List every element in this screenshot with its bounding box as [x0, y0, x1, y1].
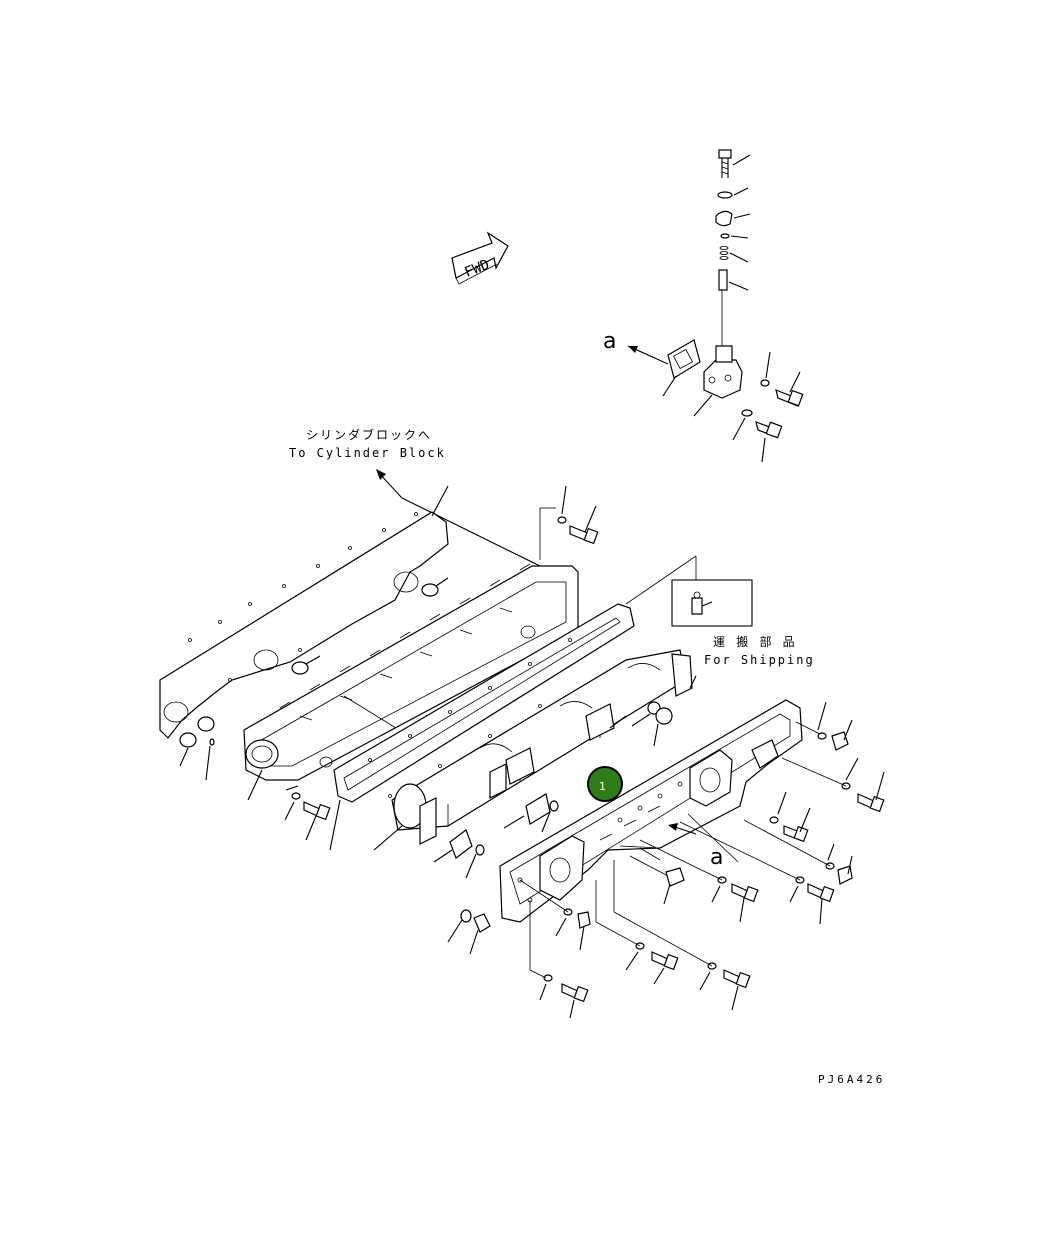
cover-fasteners-bottom	[447, 860, 751, 1019]
view-ref-a-top: a	[603, 329, 616, 354]
cooler-cover	[499, 699, 803, 923]
cooler-case	[243, 507, 579, 801]
valve-assembly	[627, 149, 804, 463]
shipping-label-en: For Shipping	[704, 653, 815, 667]
case-bolts	[284, 485, 599, 841]
drawing-code: PJ6A426	[818, 1073, 885, 1086]
view-ref-a-bottom: a	[710, 845, 723, 870]
fwd-arrow: FWD	[451, 231, 509, 285]
o-rings-left	[179, 577, 449, 781]
cylinder-block-label-jp: シリンダブロックへ	[306, 427, 432, 442]
callout-1-number: 1	[599, 780, 606, 793]
shipping-label-jp: 運 搬 部 品	[713, 634, 797, 649]
cylinder-block-arrow	[376, 469, 541, 567]
core-seals	[433, 701, 673, 879]
cover-fasteners-right	[629, 701, 885, 925]
cylinder-block-label-en: To Cylinder Block	[289, 446, 446, 460]
callout-1[interactable]: 1	[587, 766, 623, 802]
cooler-cores	[373, 649, 697, 851]
cover-gasket-middle	[329, 555, 697, 851]
shipping-part-box	[671, 579, 753, 627]
cover-gasket-left	[159, 485, 449, 739]
